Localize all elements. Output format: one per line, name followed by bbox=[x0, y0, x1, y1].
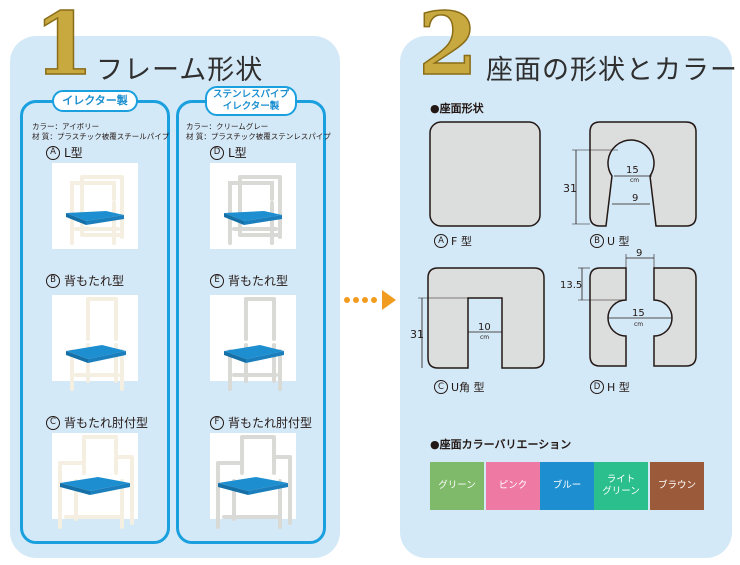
chair-name-f: 背もたれ肘付型 bbox=[228, 416, 313, 430]
chair-back-type-ivory-icon bbox=[66, 297, 126, 391]
erector-spec: カラー：アイボリー 材 質：プラスチック被覆スチールパイプ bbox=[32, 122, 169, 142]
chair-mark-a: A bbox=[46, 145, 60, 160]
u-square-height-dim: 31 bbox=[410, 328, 424, 341]
chair-photo-c bbox=[52, 433, 138, 529]
stainless-spec-material: 材 質：プラスチック被覆ステンレスパイプ bbox=[186, 132, 331, 141]
swatch-blue-label: ブルー bbox=[552, 480, 582, 491]
frame-shape-title: フレーム形状 bbox=[96, 55, 264, 86]
chair-label-e: E 背もたれ型 bbox=[210, 272, 288, 289]
stainless-badge-line2: イレクター製 bbox=[222, 101, 280, 112]
stainless-spec: カラー：クリームグレー 材 質：プラスチック被覆ステンレスパイプ bbox=[186, 122, 331, 142]
shape-label-d: D H 型 bbox=[590, 379, 630, 395]
erector-spec-color: カラー：アイボリー bbox=[32, 122, 100, 131]
swatch-brown: ブラウン bbox=[650, 462, 704, 510]
chair-label-f: F 背もたれ肘付型 bbox=[210, 414, 312, 431]
u-gap-dim: 9 bbox=[632, 193, 638, 204]
chair-name-e: 背もたれ型 bbox=[228, 274, 289, 288]
swatch-light-green: ライト グリーン bbox=[594, 462, 648, 510]
chair-label-b: B 背もたれ型 bbox=[46, 272, 124, 289]
chair-name-a: L型 bbox=[64, 146, 83, 160]
chair-mark-b: B bbox=[46, 273, 60, 288]
chair-mark-f: F bbox=[210, 415, 224, 430]
arrow-dot bbox=[371, 297, 377, 303]
chair-mark-c: C bbox=[46, 415, 60, 430]
chair-armrest-type-ivory-icon bbox=[58, 435, 134, 529]
seat-shape-u-square-icon: 31 10 cm bbox=[410, 267, 545, 369]
arrow-dot bbox=[353, 297, 359, 303]
chair-l-type-gray-icon bbox=[224, 175, 282, 245]
swatch-pink-label: ピンク bbox=[498, 480, 528, 491]
section-number-1: 1 bbox=[33, 0, 94, 95]
shape-name-a: F 型 bbox=[451, 235, 472, 248]
u-top-width-unit: cm bbox=[630, 177, 639, 184]
shape-mark-c: C bbox=[434, 380, 448, 394]
swatch-light-green-label-2: グリーン bbox=[602, 486, 640, 497]
swatch-blue: ブルー bbox=[540, 462, 594, 510]
seat-color-heading: ●座面カラーバリエーション bbox=[430, 438, 572, 451]
h-width-dim: 15 bbox=[632, 308, 645, 319]
stainless-badge-line1: ステンレスパイプ bbox=[212, 89, 289, 100]
swatch-brown-label: ブラウン bbox=[657, 480, 696, 491]
chair-photo-e bbox=[210, 295, 296, 391]
seat-shape-heading: ●座面形状 bbox=[430, 102, 484, 115]
stainless-badge: ステンレスパイプ イレクター製 bbox=[205, 86, 297, 116]
shape-mark-d: D bbox=[590, 380, 604, 394]
shape-name-d: H 型 bbox=[607, 381, 630, 394]
arrow-dot bbox=[344, 297, 350, 303]
shape-label-b: B U 型 bbox=[590, 233, 630, 249]
seat-shape-f-icon bbox=[429, 121, 541, 227]
shape-name-c: U角 型 bbox=[451, 381, 485, 394]
swatch-light-green-label-1: ライト bbox=[606, 474, 636, 485]
chair-photo-a bbox=[52, 163, 138, 249]
chair-label-a: A L型 bbox=[46, 144, 83, 161]
arrow-right-icon bbox=[382, 290, 396, 310]
shape-mark-b: B bbox=[590, 234, 604, 248]
swatch-green-label: グリーン bbox=[438, 480, 476, 491]
arrow-dot bbox=[362, 297, 368, 303]
u-square-width-unit: cm bbox=[480, 334, 489, 341]
chair-photo-f bbox=[210, 433, 296, 529]
u-height-dim: 31 bbox=[563, 182, 577, 195]
seat-shape-title: 座面の形状とカラー bbox=[486, 55, 738, 86]
chair-name-c: 背もたれ肘付型 bbox=[64, 416, 149, 430]
shape-label-c: C U角 型 bbox=[434, 379, 485, 395]
chair-name-d: L型 bbox=[228, 146, 247, 160]
chair-back-type-gray-icon bbox=[224, 297, 284, 391]
shape-name-b: U 型 bbox=[607, 235, 630, 248]
chair-name-b: 背もたれ型 bbox=[64, 274, 125, 288]
dotted-arrow bbox=[344, 290, 396, 310]
h-depth-dim: 13.5 bbox=[560, 280, 582, 291]
chair-l-type-ivory-icon bbox=[66, 175, 124, 245]
section-number-2: 2 bbox=[417, 0, 478, 95]
erector-spec-material: 材 質：プラスチック被覆スチールパイプ bbox=[32, 132, 170, 141]
shape-label-a: A F 型 bbox=[434, 233, 472, 249]
chair-photo-b bbox=[52, 295, 138, 391]
h-width-unit: cm bbox=[634, 321, 643, 328]
erector-badge: イレクター製 bbox=[52, 90, 138, 112]
stainless-spec-color: カラー：クリームグレー bbox=[186, 122, 269, 131]
u-top-width-dim: 15 bbox=[626, 165, 639, 176]
chair-mark-d: D bbox=[210, 145, 224, 160]
seat-shape-u-icon: 31 15 cm 9 bbox=[563, 121, 697, 227]
chair-label-c: C 背もたれ肘付型 bbox=[46, 414, 148, 431]
chair-armrest-type-gray-icon bbox=[216, 435, 292, 529]
chair-mark-e: E bbox=[210, 273, 224, 288]
chair-label-d: D L型 bbox=[210, 144, 247, 161]
u-square-width-dim: 10 bbox=[478, 322, 491, 333]
chair-photo-d bbox=[210, 163, 296, 249]
swatch-green: グリーン bbox=[430, 462, 484, 510]
h-gap-dim: 9 bbox=[636, 248, 642, 259]
swatch-pink: ピンク bbox=[486, 462, 540, 510]
shape-mark-a: A bbox=[434, 234, 448, 248]
seat-shape-h-icon: 9 13.5 15 cm bbox=[560, 248, 697, 367]
